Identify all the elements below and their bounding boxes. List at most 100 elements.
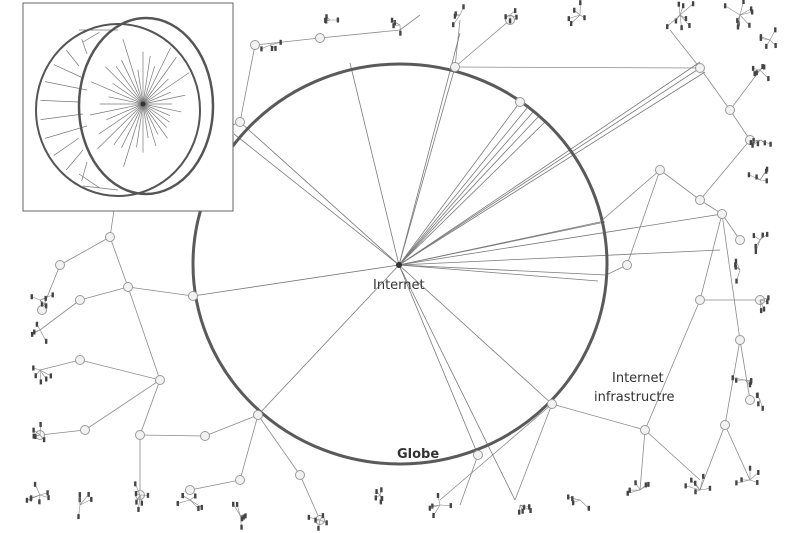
leaf-node <box>38 499 41 505</box>
leaf-node <box>274 45 277 51</box>
leaf-node <box>736 24 740 30</box>
node <box>515 97 525 107</box>
spoke <box>239 121 400 266</box>
leaf-edge <box>31 494 41 499</box>
leaf-node <box>260 46 263 52</box>
leaf-node <box>522 504 526 510</box>
leaf-node <box>87 491 90 497</box>
node <box>717 209 727 219</box>
leaf-node <box>134 481 137 487</box>
leaf-node <box>747 172 751 178</box>
node <box>250 40 260 50</box>
leaf-node <box>336 17 340 23</box>
inset-front-ellipse <box>77 16 215 196</box>
leaf-edge <box>759 299 768 302</box>
leaf-node <box>626 490 629 496</box>
inset-spokes <box>40 29 190 191</box>
spoke <box>398 121 546 266</box>
leaf-node <box>573 7 576 13</box>
leaf-node <box>766 299 769 305</box>
spoke <box>398 61 701 266</box>
leaf-node <box>432 513 435 519</box>
leaf-node <box>688 23 691 29</box>
leaf-node <box>513 8 517 14</box>
edge <box>127 286 194 297</box>
node <box>80 425 90 435</box>
leaf-node <box>754 243 757 249</box>
leaf-node <box>761 405 764 411</box>
leaf-node <box>767 295 770 301</box>
leaf-edge <box>724 5 741 16</box>
leaf-edge <box>269 42 281 46</box>
inset-edge <box>66 149 84 171</box>
leaf-node <box>579 0 582 6</box>
inset-spoke <box>90 81 144 105</box>
leaf-node <box>47 495 50 501</box>
leaf-node <box>765 178 768 184</box>
inset-spoke <box>108 96 144 105</box>
leaf-node <box>734 258 738 264</box>
node <box>155 375 165 385</box>
spoke <box>398 213 723 266</box>
leaf-node <box>325 14 328 20</box>
spoke <box>398 32 461 266</box>
inset-spoke <box>122 39 144 105</box>
node <box>185 485 195 495</box>
inset-spoke <box>121 103 144 149</box>
leaf-node <box>449 503 452 509</box>
leaf-node <box>240 516 244 522</box>
leaf-node <box>587 505 590 511</box>
inset-spoke <box>142 55 151 105</box>
leaf-node <box>49 373 53 379</box>
node <box>123 282 133 292</box>
inset-spoke <box>105 66 144 105</box>
inset-edge <box>66 49 80 67</box>
leaf-node <box>314 517 317 523</box>
leaf-edge <box>572 498 581 501</box>
inset-edge <box>82 185 119 191</box>
leaf-edge <box>579 499 590 509</box>
node <box>235 475 245 485</box>
leaf-edge <box>739 11 753 16</box>
inset-spoke <box>142 103 182 113</box>
node <box>640 425 650 435</box>
inset-spoke <box>137 69 144 105</box>
leaf-node <box>521 508 524 514</box>
leaf-edge <box>39 492 48 496</box>
leaf-node <box>392 23 395 29</box>
leaf-node <box>749 379 753 385</box>
leaf-node <box>634 480 637 486</box>
globe-spokes <box>192 32 723 501</box>
leaf-node <box>755 174 758 180</box>
leaf-node <box>42 437 46 443</box>
spoke <box>398 111 534 266</box>
inset-spoke <box>113 103 144 145</box>
edge <box>739 339 751 401</box>
edge <box>599 169 661 223</box>
leaf-node <box>30 331 34 337</box>
node <box>135 430 145 440</box>
edge <box>41 264 61 311</box>
node <box>695 195 705 205</box>
leaf-node <box>25 497 29 503</box>
leaf-edge <box>759 297 769 301</box>
edge <box>204 414 259 437</box>
leaf-node <box>702 473 705 479</box>
leaf-node <box>694 489 697 495</box>
leaf-edge <box>736 479 751 484</box>
inset-spoke <box>106 103 144 121</box>
edge <box>644 299 701 431</box>
infrastructure-label-line2: infrastructre <box>594 390 675 405</box>
leaf-node <box>78 492 82 498</box>
leaf-node <box>567 16 571 22</box>
leaf-node <box>774 43 777 49</box>
leaf-node <box>34 434 37 440</box>
edge <box>439 403 553 501</box>
leaf-edge <box>759 139 771 145</box>
internet-hub <box>396 262 402 268</box>
node <box>75 295 85 305</box>
spoke <box>398 66 456 266</box>
leaf-edge <box>519 504 530 508</box>
inset-edge <box>40 113 84 120</box>
leaf-edge <box>429 504 441 509</box>
